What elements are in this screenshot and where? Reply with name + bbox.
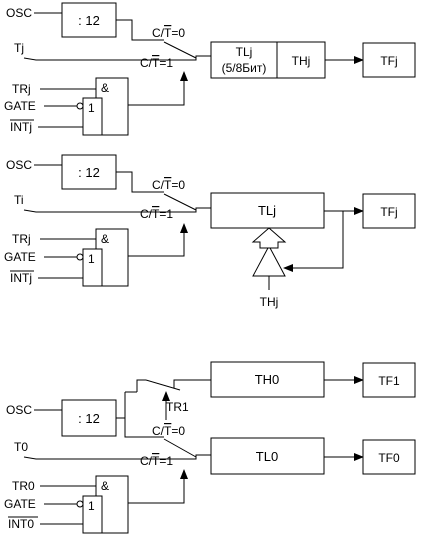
gate-label: GATE <box>4 497 36 511</box>
tl-register <box>210 41 278 79</box>
divider-wire <box>116 19 164 41</box>
divider-label: : 12 <box>78 13 100 28</box>
tf-label: TFj <box>380 205 397 219</box>
tr-label: TRj <box>12 82 31 96</box>
gate-label: GATE <box>4 99 36 113</box>
switch-arm <box>163 193 197 211</box>
switch-label-bottom: C/T=1 <box>140 207 173 221</box>
switch-label-bottom: C/T=1 <box>140 56 173 70</box>
reload-buffer <box>252 244 286 277</box>
divider-label: : 12 <box>78 411 100 426</box>
tl-label: TLj <box>236 45 253 59</box>
switch-out-wire <box>190 55 211 61</box>
or-label-front: 1 <box>88 101 95 115</box>
gate-label: GATE <box>4 250 36 264</box>
tl0-label: TL0 <box>256 449 278 464</box>
th-label: THj <box>292 54 311 68</box>
or-gate <box>82 495 103 534</box>
int-wire <box>38 260 84 279</box>
gate-inverter <box>76 500 84 508</box>
or-label: 1 <box>88 252 95 266</box>
tf1-flag <box>362 362 416 398</box>
panel-2: OSC : 12 C/T=0 Ti C/T=1 TLj TFj THj TRj … <box>4 154 416 309</box>
int-label: INTj <box>10 271 32 285</box>
osc-label: OSC <box>6 403 32 417</box>
or-gate-front <box>82 97 103 136</box>
tf-flag <box>362 193 416 229</box>
tr1-switch-arm <box>145 379 181 391</box>
or-label: 1 <box>88 499 95 513</box>
switch-arm <box>163 41 197 59</box>
osc-label: OSC <box>6 6 32 20</box>
tf-label: TFj <box>380 54 397 68</box>
switch-arm <box>163 438 197 458</box>
switch-out-wire <box>190 207 211 213</box>
input-wire <box>23 209 192 213</box>
control-wire <box>128 223 188 257</box>
th0-label: TH0 <box>255 372 280 387</box>
panel-1: OSC : 12 C/T=0 Tj C/T=1 TLj (5/8Бит) THj… <box>4 2 416 136</box>
switch-label-top: C/T=0 <box>152 424 185 438</box>
tr-label: TRj <box>12 232 31 246</box>
th-register <box>276 41 326 79</box>
input-wire <box>23 57 192 61</box>
input-wire <box>23 456 192 460</box>
divider-box <box>61 154 117 190</box>
th0-register <box>210 361 325 398</box>
divider-wire <box>116 171 164 193</box>
th0-in-wire <box>173 379 211 388</box>
reload-hollow-arrow <box>251 227 287 249</box>
tl-register <box>210 192 325 229</box>
tl-bits-label: (5/8Бит) <box>222 61 267 75</box>
gate-inverter <box>76 102 84 110</box>
tf1-label: TF1 <box>378 374 400 388</box>
th-label: THj <box>260 295 279 309</box>
gate-inverter <box>76 253 84 261</box>
and-label: & <box>101 232 109 246</box>
or-gate <box>82 248 103 287</box>
control-wire <box>128 469 188 504</box>
and-label: & <box>101 479 109 493</box>
tl-label: TLj <box>258 203 276 218</box>
tf0-label: TF0 <box>378 451 400 465</box>
divider-box <box>61 399 117 437</box>
input-label: Ti <box>14 193 24 207</box>
int-label: INT0 <box>8 517 34 531</box>
control-wire <box>128 71 188 106</box>
tr1-label: TR1 <box>166 400 189 414</box>
tf0-flag <box>362 439 416 475</box>
reload-feedback-wire <box>283 211 344 272</box>
divider-wire <box>116 417 164 438</box>
input-label: T0 <box>14 440 28 454</box>
int-wire <box>40 508 84 525</box>
switch-out-wire <box>190 454 211 460</box>
and-label: & <box>101 81 109 95</box>
osc-label: OSC <box>6 158 32 172</box>
tf-flag <box>362 42 416 78</box>
switch-label-top: C/T=0 <box>152 26 185 40</box>
panel-3: TR1 TH0 TF1 OSC : 12 C/T=0 T0 C/T=1 TL0 … <box>4 361 416 534</box>
switch-label-top: C/T=0 <box>152 178 185 192</box>
int-label: INTj <box>10 120 32 134</box>
switch-label-bottom: C/T=1 <box>140 454 173 468</box>
divider-label: : 12 <box>78 165 100 180</box>
tr1-switch-wire <box>136 379 146 392</box>
input-label: Tj <box>14 41 24 55</box>
tl0-register <box>210 437 325 475</box>
tr-label: TR0 <box>12 479 35 493</box>
int-wire <box>38 116 84 128</box>
